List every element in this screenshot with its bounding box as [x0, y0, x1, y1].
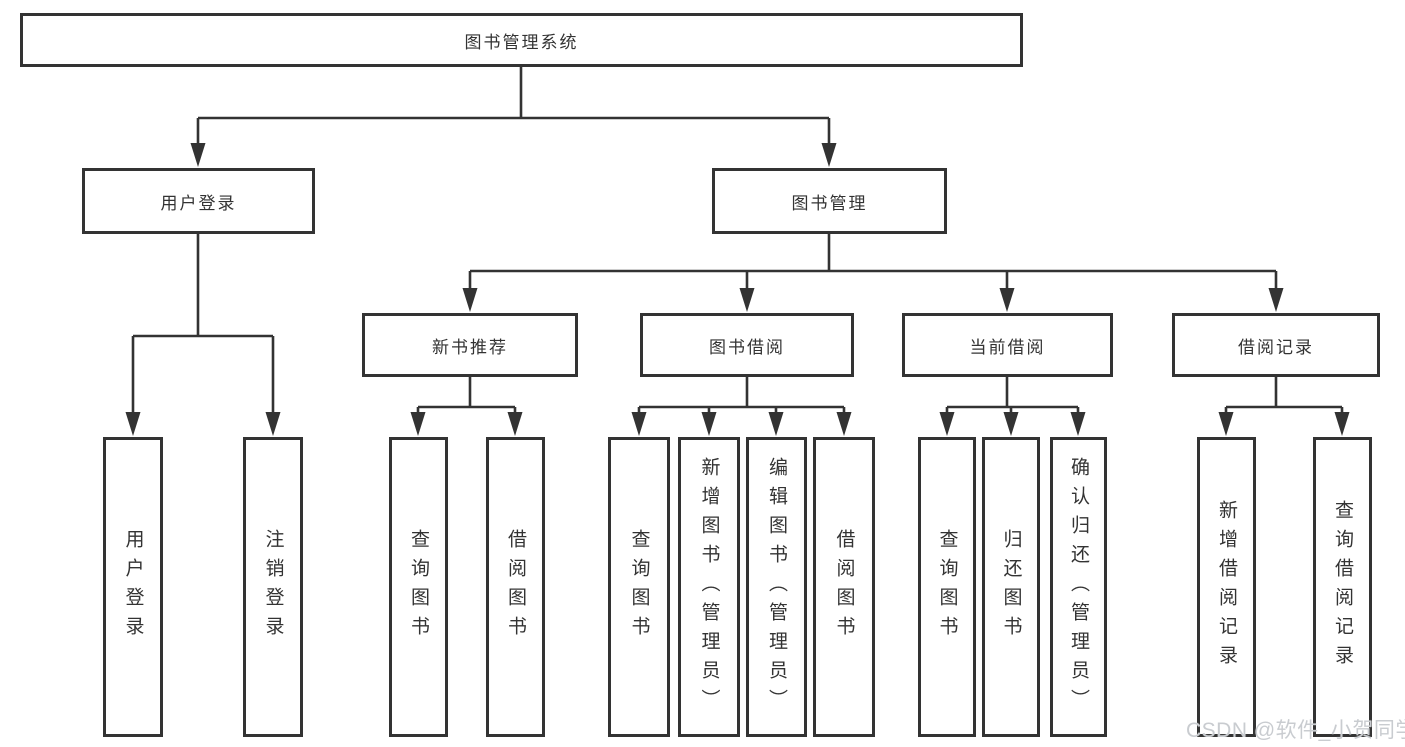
leaf-edit-books-admin: 编辑图书（管理员）	[746, 437, 807, 737]
csdn-watermark: CSDN @软件_小贺同学	[1186, 719, 1405, 742]
leaf-query-books-recommend: 查询图书	[389, 437, 448, 737]
leaf-return-books: 归还图书	[982, 437, 1040, 737]
leaf-borrow-books: 借阅图书	[813, 437, 875, 737]
leaf-add-borrow-record: 新增借阅记录	[1197, 437, 1256, 737]
connector-new-book-recommend	[416, 377, 517, 416]
leaf-query-books-borrow: 查询图书	[608, 437, 670, 737]
leaf-add-books-admin: 新增图书（管理员）	[678, 437, 740, 737]
node-new-book-recommend: 新书推荐	[362, 313, 578, 377]
leaf-borrow-books-recommend: 借阅图书	[486, 437, 545, 737]
leaf-user-login: 用户登录	[103, 437, 163, 737]
node-book-management: 图书管理	[712, 168, 947, 234]
connector-root	[196, 67, 831, 147]
connector-current-borrow	[945, 377, 1080, 416]
node-user-login: 用户登录	[82, 168, 315, 234]
node-current-borrow: 当前借阅	[902, 313, 1113, 377]
connector-book-mgmt	[468, 234, 1278, 292]
node-book-borrow: 图书借阅	[640, 313, 854, 377]
leaf-query-borrow-record: 查询借阅记录	[1313, 437, 1372, 737]
arrowheads	[125, 143, 1350, 436]
leaf-logout: 注销登录	[243, 437, 303, 737]
connector-book-borrow	[637, 377, 846, 416]
connector-borrow-records	[1224, 377, 1344, 416]
leaf-confirm-return-admin: 确认归还（管理员）	[1050, 437, 1107, 737]
node-library-management-system: 图书管理系统	[20, 13, 1023, 67]
connector-user-login	[131, 234, 275, 416]
node-borrow-records: 借阅记录	[1172, 313, 1380, 377]
leaf-query-books-current: 查询图书	[918, 437, 976, 737]
